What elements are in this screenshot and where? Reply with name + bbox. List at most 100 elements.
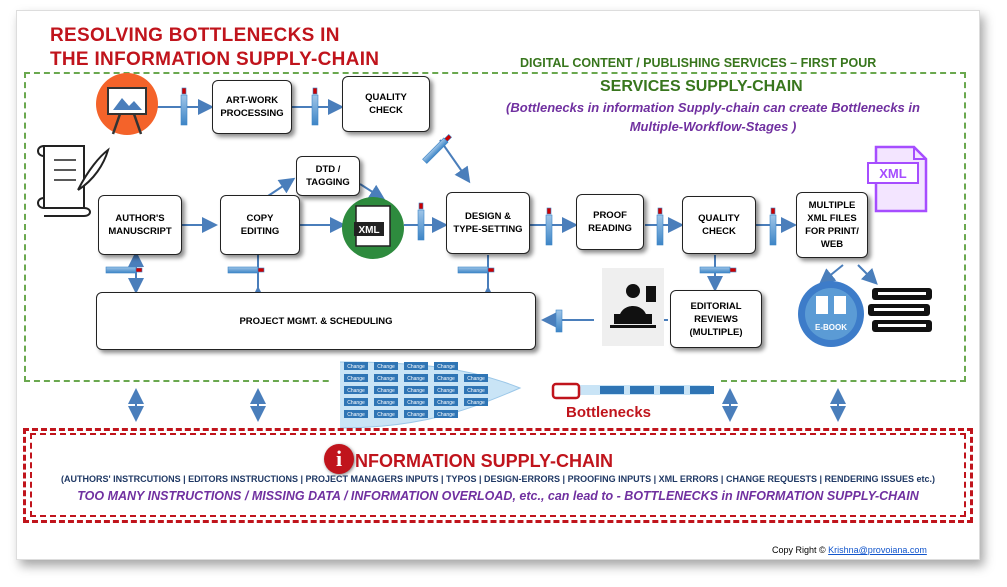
- change-chip-label: Change: [347, 376, 365, 382]
- artwork-line-1: ART-WORK: [225, 95, 279, 106]
- cable-icon: [180, 87, 188, 126]
- change-chip-label: Change: [437, 388, 455, 394]
- xml-purple-label: XML: [879, 166, 907, 181]
- change-chip: [374, 374, 398, 382]
- services-supply-chain-heading: SERVICES SUPPLY-CHAIN: [600, 78, 803, 95]
- change-chip: [434, 362, 458, 370]
- change-chip: [404, 362, 428, 370]
- change-chip: [374, 362, 398, 370]
- change-chip: [660, 386, 684, 394]
- change-chip: [434, 386, 458, 394]
- ebook-label: E-BOOK: [815, 323, 847, 332]
- change-chip-label: Change: [407, 388, 425, 394]
- editorial-line-1: EDITORIAL: [690, 300, 742, 312]
- cable-icon: [311, 87, 319, 126]
- info-supply-chain-frame: [23, 428, 973, 523]
- change-chip-label: Change: [437, 400, 455, 406]
- manuscript-line-2: MANUSCRIPT: [108, 226, 172, 237]
- cable-icon: [417, 202, 425, 241]
- copy-editing-line-1: COPY: [246, 213, 274, 224]
- change-chip: [374, 386, 398, 394]
- change-chip-label: Change: [467, 376, 485, 382]
- copyright-email-link[interactable]: Krishna@provoiana.com: [828, 545, 927, 555]
- change-chip: [344, 410, 368, 418]
- books-stack-icon: [868, 288, 932, 332]
- change-chip-label: Change: [377, 412, 395, 418]
- project-management-box: PROJECT MGMT. & SCHEDULING: [96, 292, 536, 350]
- ebook-icon: E-BOOK: [798, 281, 864, 347]
- cable-icon: [227, 266, 265, 274]
- proof-reading-box: PROOF READING: [576, 194, 644, 250]
- change-chip-label: Change: [467, 388, 485, 394]
- design-typesetting-box: DESIGN &TYPE-SETTING: [446, 192, 530, 254]
- cable-icon: [422, 134, 452, 164]
- change-chip: [464, 374, 488, 382]
- change-chip: [464, 386, 488, 394]
- change-chip-label: Change: [437, 412, 455, 418]
- change-chip: [344, 398, 368, 406]
- info-icon: i: [324, 444, 354, 474]
- change-chip-label: Change: [467, 400, 485, 406]
- change-chip-label: Change: [407, 412, 425, 418]
- change-chip-label: Change: [407, 400, 425, 406]
- change-chip-label: Change: [437, 364, 455, 370]
- person-computer-icon: [602, 268, 664, 346]
- change-chip-label: Change: [377, 364, 395, 370]
- arrow-quality-design: [439, 139, 471, 184]
- change-chip: [374, 410, 398, 418]
- xml-green-label: XML: [358, 225, 379, 236]
- copy-editing-line-2: EDITING: [240, 226, 280, 237]
- cable-icon: [457, 266, 495, 274]
- change-chip: [374, 398, 398, 406]
- change-chip-label: Change: [347, 388, 365, 394]
- copyright: Copy Right © Krishna@provoiana.com: [772, 545, 927, 555]
- change-chip: [434, 398, 458, 406]
- info-inputs-list: (AUTHORS' INSTRCUTIONS | EDITORS INSTRUC…: [60, 474, 936, 484]
- change-chip: [464, 398, 488, 406]
- cable-icon: [545, 207, 553, 246]
- change-chip: [600, 386, 624, 394]
- digital-content-header: DIGITAL CONTENT / PUBLISHING SERVICES – …: [520, 56, 877, 70]
- change-chip: [434, 410, 458, 418]
- cable-icon: [555, 309, 563, 333]
- change-chip: [344, 386, 368, 394]
- change-chip-label: Change: [347, 400, 365, 406]
- change-chip: [344, 362, 368, 370]
- dtd-line-2: TAGGING: [306, 177, 350, 188]
- art-easel-icon: [96, 73, 158, 135]
- change-chip: [404, 374, 428, 382]
- proof-line-1: PROOF: [593, 210, 627, 221]
- change-chip-label: Change: [407, 364, 425, 370]
- copyright-prefix: Copy Right ©: [772, 545, 829, 555]
- scroll-quill-icon: [37, 145, 110, 217]
- dtd-line-1: DTD /: [315, 164, 341, 175]
- change-chip: [630, 386, 654, 394]
- change-chip: [690, 386, 714, 394]
- change-chip-label: Change: [377, 400, 395, 406]
- change-chip-label: Change: [437, 376, 455, 382]
- quality-mid-line-1: QUALITY: [698, 213, 740, 224]
- cable-icon: [105, 266, 143, 274]
- xml-purple-file-icon: XML: [867, 145, 928, 213]
- xml-files-line-3: FOR PRINT/: [805, 226, 859, 237]
- change-chip: [434, 374, 458, 382]
- cable-icon: [699, 266, 737, 274]
- bottleneck-marker: [551, 382, 581, 400]
- info-supply-chain-inner-frame: [30, 433, 966, 517]
- quality-top-line-2: CHECK: [369, 105, 403, 116]
- change-chip: [404, 410, 428, 418]
- design-line-1: DESIGN &: [465, 211, 511, 222]
- change-chip-label: Change: [347, 364, 365, 370]
- change-chip-label: Change: [407, 376, 425, 382]
- bottlenecks-label: Bottlenecks: [566, 404, 652, 421]
- proof-line-2: READING: [588, 223, 632, 234]
- change-chip-label: Change: [347, 412, 365, 418]
- arrow-xml-ebook: [818, 264, 844, 285]
